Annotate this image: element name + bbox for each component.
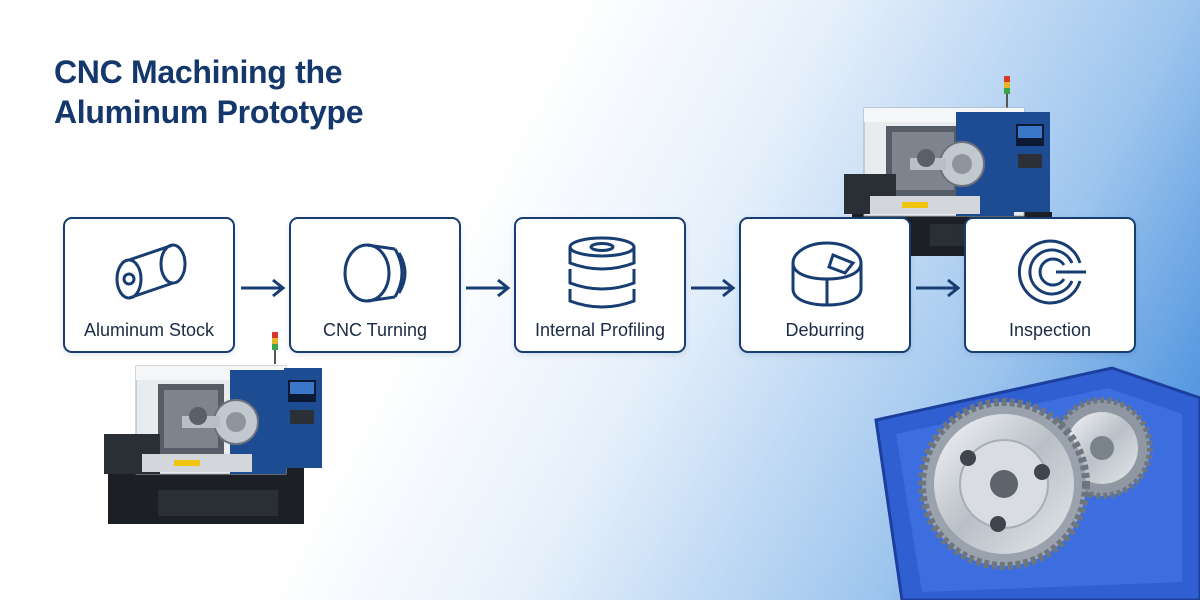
page-title: CNC Machining the Aluminum Prototype xyxy=(54,52,364,132)
step-card-aluminum-stock: Aluminum Stock xyxy=(63,217,235,353)
step-label: Deburring xyxy=(785,320,865,340)
notched-ring-icon xyxy=(791,241,863,307)
step-label: Inspection xyxy=(1008,320,1092,340)
gear-tray-image xyxy=(874,366,1200,600)
arrow-right-icon xyxy=(241,278,286,298)
step-label: Internal Profiling xyxy=(534,320,666,340)
arrow-right-icon xyxy=(691,278,736,298)
title-line-1: CNC Machining the xyxy=(54,54,343,90)
title-line-2: Aluminum Prototype xyxy=(54,94,364,130)
step-label: Aluminum Stock xyxy=(83,320,215,340)
stacked-rings-icon xyxy=(568,236,636,309)
turned-cylinder-icon xyxy=(343,243,407,303)
step-card-internal-profiling: Internal Profiling xyxy=(514,217,686,353)
gauge-rings-icon xyxy=(1017,239,1086,305)
arrow-right-icon xyxy=(916,278,961,298)
step-card-cnc-turning: CNC Turning xyxy=(289,217,461,353)
arrow-right-icon xyxy=(466,278,511,298)
cylinder-stock-icon xyxy=(115,243,187,300)
step-card-inspection: Inspection xyxy=(964,217,1136,353)
step-label: CNC Turning xyxy=(322,320,428,340)
step-card-deburring: Deburring xyxy=(739,217,911,353)
cnc-lathe-image-bottom xyxy=(104,332,322,524)
